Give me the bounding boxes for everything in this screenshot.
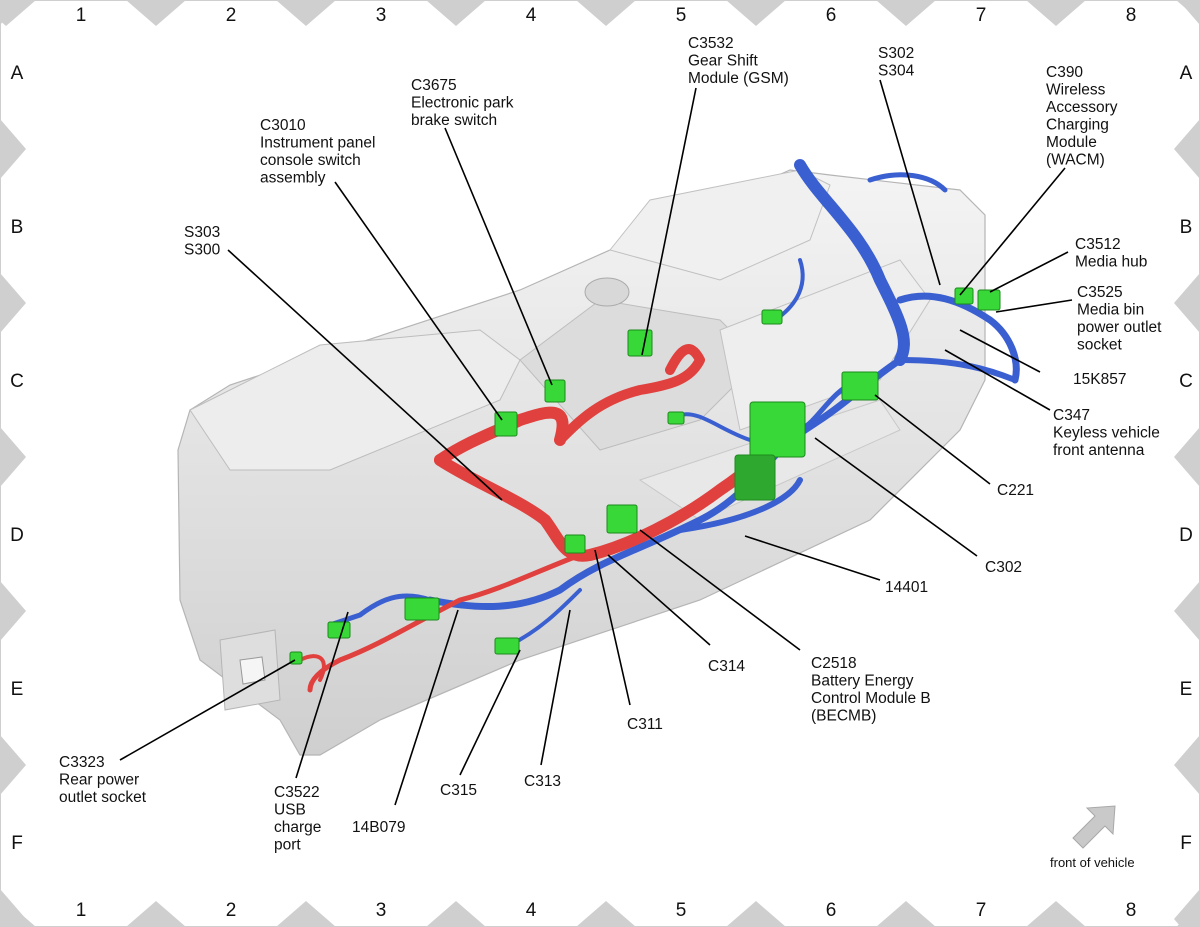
grid-row-right-A: A <box>1180 63 1193 84</box>
frame-marker-top <box>576 0 636 26</box>
grid-row-left-A: A <box>11 63 24 84</box>
frame-marker-bottom <box>426 901 486 927</box>
frame-marker-top <box>126 0 186 26</box>
frame-marker-left <box>0 119 26 179</box>
frame-marker-left <box>0 427 26 487</box>
callout-14401: 14401 <box>885 579 928 596</box>
grid-row-left-B: B <box>11 217 24 238</box>
frame-marker-top <box>726 0 786 26</box>
grid-col-bottom-2: 2 <box>226 900 237 921</box>
grid-col-top-4: 4 <box>526 5 537 26</box>
grid-col-top-6: 6 <box>826 5 837 26</box>
frame-marker-right <box>1174 581 1200 641</box>
grid-row-left-E: E <box>11 679 24 700</box>
frame-marker-left <box>0 0 22 25</box>
frame-marker-bottom <box>726 901 786 927</box>
grid-col-top-7: 7 <box>976 5 987 26</box>
grid-col-top-8: 8 <box>1126 5 1137 26</box>
grid-col-bottom-7: 7 <box>976 900 987 921</box>
grid-row-left-F: F <box>11 833 23 854</box>
grid-row-right-B: B <box>1180 217 1193 238</box>
leader-lines <box>119 79 1073 806</box>
connectors <box>289 287 1001 665</box>
frame-marker-right <box>1178 0 1200 25</box>
frame-marker-bottom <box>876 901 936 927</box>
frame-marker-bottom <box>276 901 336 927</box>
frame-marker-top <box>276 0 336 26</box>
grid-col-top-2: 2 <box>226 5 237 26</box>
frame-marker-bottom <box>126 901 186 927</box>
grid-row-left-C: C <box>10 371 24 392</box>
callout-14b079: 14B079 <box>352 819 405 836</box>
grid-row-right-C: C <box>1179 371 1193 392</box>
grid-col-top-5: 5 <box>676 5 687 26</box>
grid-row-right-E: E <box>1180 679 1193 700</box>
frame-marker-left <box>0 735 26 795</box>
frame-marker-top <box>426 0 486 26</box>
frame-marker-top <box>876 0 936 26</box>
grid-row-right-F: F <box>1180 833 1192 854</box>
callout-15k857: 15K857 <box>1073 371 1126 388</box>
grid-col-top-3: 3 <box>376 5 387 26</box>
frame-marker-top <box>1026 0 1086 26</box>
callout-c313: C313 <box>524 773 561 790</box>
callout-c314: C314 <box>708 658 745 675</box>
frame-marker-bottom <box>576 901 636 927</box>
frame-marker-bottom <box>1026 901 1086 927</box>
grid-col-bottom-1: 1 <box>76 900 87 921</box>
callout-c311: C311 <box>627 716 663 733</box>
callout-c221: C221 <box>997 482 1034 499</box>
frame-marker-right <box>1174 427 1200 487</box>
grid-col-bottom-6: 6 <box>826 900 837 921</box>
grid-col-bottom-8: 8 <box>1126 900 1137 921</box>
callout-c315: C315 <box>440 782 477 799</box>
frame-marker-left <box>0 581 26 641</box>
grid-col-bottom-3: 3 <box>376 900 387 921</box>
callout-c302: C302 <box>985 559 1022 576</box>
front-of-vehicle-label: front of vehicle <box>1050 855 1135 870</box>
frame-marker-right <box>1174 889 1200 927</box>
frame-marker-right <box>1174 119 1200 179</box>
grid-row-left-D: D <box>10 525 24 546</box>
frame-marker-left <box>0 273 26 333</box>
frame-marker-right <box>1174 273 1200 333</box>
grid-row-right-D: D <box>1179 525 1193 546</box>
front-of-vehicle-arrow-icon <box>1072 805 1116 849</box>
grid-col-bottom-5: 5 <box>676 900 687 921</box>
frame-marker-right <box>1174 735 1200 795</box>
frame-marker-left <box>0 889 26 927</box>
grid-col-bottom-4: 4 <box>526 900 537 921</box>
grid-col-top-1: 1 <box>76 5 87 26</box>
